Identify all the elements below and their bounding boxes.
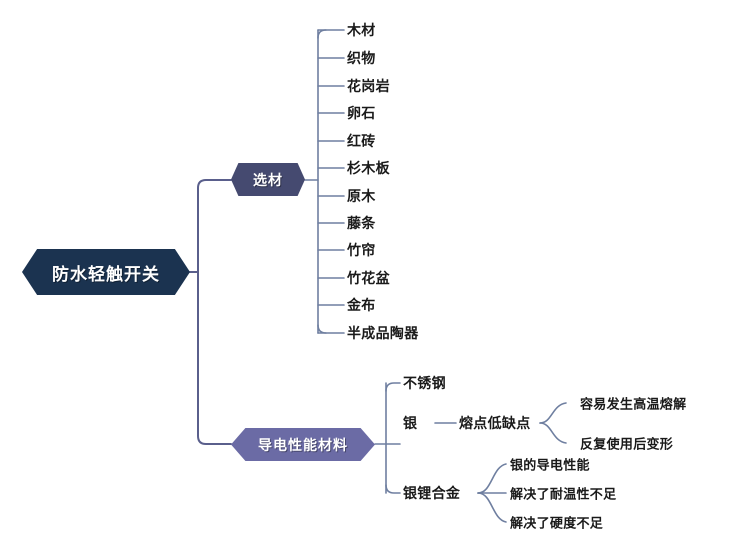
- branch-node-materials-label: 选材: [253, 172, 283, 189]
- leaf-material-4[interactable]: 卵石: [347, 106, 376, 122]
- leaf-conductive-silver-lithium-alloy[interactable]: 银锂合金: [403, 486, 461, 502]
- leaf-material-1[interactable]: 木材: [347, 23, 376, 39]
- leaf-conductive-silver[interactable]: 银: [403, 416, 418, 432]
- leaf-solves-hardness[interactable]: 解决了硬度不足: [510, 516, 604, 532]
- leaf-material-2[interactable]: 织物: [347, 51, 376, 67]
- root-node-label: 防水轻触开关: [52, 264, 160, 285]
- leaf-silver-conductivity[interactable]: 银的导电性能: [510, 458, 590, 474]
- leaf-material-12[interactable]: 半成品陶器: [347, 326, 419, 342]
- leaf-solves-heat-resistance[interactable]: 解决了耐温性不足: [510, 487, 617, 503]
- leaf-material-5[interactable]: 红砖: [347, 134, 376, 150]
- leaf-conductive-stainless-steel[interactable]: 不锈钢: [403, 376, 446, 392]
- leaf-material-11[interactable]: 金布: [347, 298, 376, 314]
- leaf-material-9[interactable]: 竹帘: [347, 243, 376, 259]
- leaf-silver-low-melting-point[interactable]: 熔点低缺点: [459, 416, 531, 432]
- leaf-material-7[interactable]: 原木: [347, 189, 376, 205]
- leaf-material-6[interactable]: 杉木板: [347, 161, 390, 177]
- leaf-material-3[interactable]: 花岗岩: [347, 79, 390, 95]
- leaf-material-8[interactable]: 藤条: [347, 216, 376, 232]
- leaf-repeated-use-deformation[interactable]: 反复使用后变形: [580, 437, 674, 453]
- branch-node-conductive[interactable]: 导电性能材料: [231, 428, 375, 461]
- branch-node-conductive-label: 导电性能材料: [258, 437, 348, 454]
- leaf-material-10[interactable]: 竹花盆: [347, 271, 390, 287]
- leaf-high-temp-melting[interactable]: 容易发生高温熔解: [580, 397, 687, 413]
- root-node[interactable]: 防水轻触开关: [22, 249, 190, 295]
- branch-node-materials[interactable]: 选材: [231, 163, 305, 196]
